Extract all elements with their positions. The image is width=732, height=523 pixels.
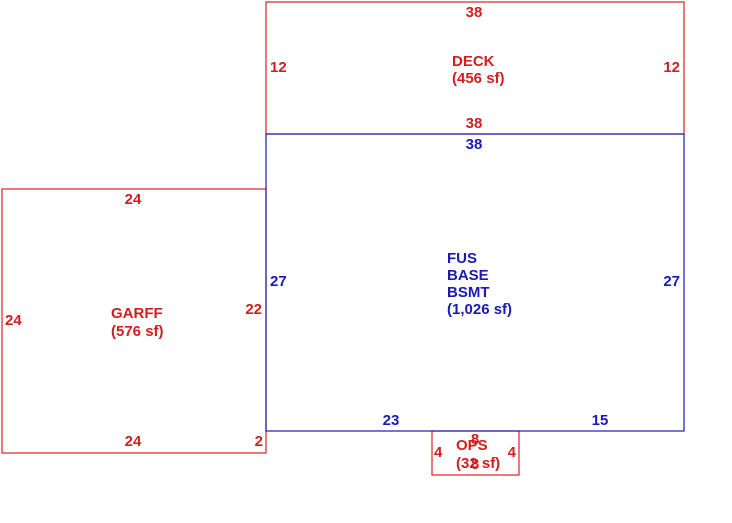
main-dim-bottom-right: 15: [592, 412, 609, 429]
main-dim-top: 38: [466, 136, 483, 153]
deck-name: DECK: [452, 53, 495, 70]
garage-dim-left: 24: [5, 312, 22, 329]
main-area: (1,026 sf): [447, 301, 512, 318]
garage-name: GARFF: [111, 305, 163, 322]
garage-dim-offset: 2: [255, 433, 263, 450]
porch-area: (32 sf): [456, 455, 500, 472]
garage-dim-right: 22: [245, 301, 262, 318]
garage-area: (576 sf): [111, 323, 164, 340]
garage-dim-top: 24: [125, 191, 142, 208]
deck-area: (456 sf): [452, 70, 505, 87]
porch-dim-top: 8: [471, 431, 479, 448]
porch-dim-bottom: 8: [471, 456, 479, 473]
garage-dim-bottom: 24: [125, 433, 142, 450]
main-label-line1: FUS: [447, 250, 477, 267]
porch-name: OPS: [456, 437, 488, 454]
deck-dim-bottom: 38: [466, 115, 483, 132]
deck-dim-top: 38: [466, 4, 483, 21]
main-dim-left: 27: [270, 273, 287, 290]
porch-dim-right: 4: [508, 444, 517, 461]
main-house-outline: [265, 133, 685, 432]
main-dim-bottom-left: 23: [383, 412, 400, 429]
main-dim-right: 27: [663, 273, 680, 290]
deck-dim-left: 12: [270, 59, 287, 76]
porch-dim-left: 4: [434, 444, 443, 461]
main-label-line3: BSMT: [447, 284, 490, 301]
main-label-line2: BASE: [447, 267, 489, 284]
deck-dim-right: 12: [663, 59, 680, 76]
